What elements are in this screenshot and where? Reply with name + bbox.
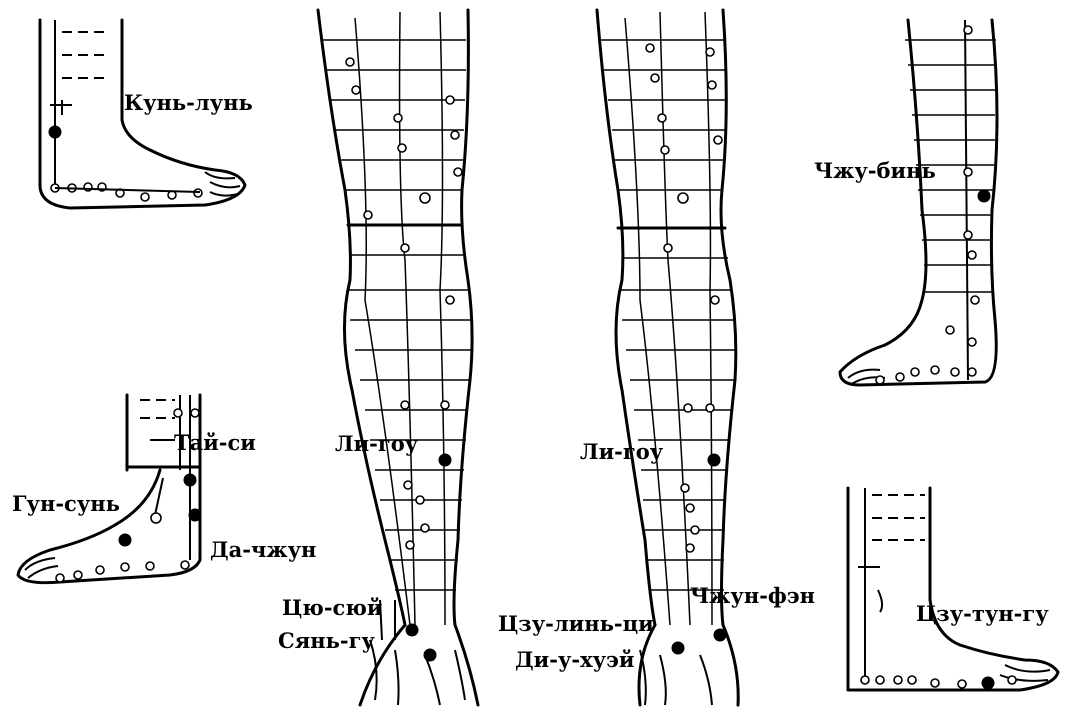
foot-top-right	[840, 20, 997, 385]
label-tsyu-syuy: Цю-сюй	[282, 595, 382, 620]
label-da-chzhun: Да-чжун	[210, 537, 316, 562]
label-li-gou-left: Ли-гоу	[335, 431, 419, 456]
label-syan-gu: Сянь-гу	[278, 628, 375, 653]
label-li-gou-right: Ли-гоу	[580, 439, 664, 464]
label-chzhun-fen: Чжун-фэн	[690, 583, 815, 608]
foot-bottom-left	[18, 395, 201, 583]
label-di-u-khuey: Ди-у-хуэй	[515, 647, 634, 672]
label-tai-si: Тай-си	[174, 430, 256, 455]
label-kun-lun: Кунь-лунь	[124, 90, 253, 115]
label-tszu-tun-gu: Цзу-тун-гу	[916, 601, 1049, 626]
label-tszu-lin-tsi: Цзу-линь-ци	[498, 611, 654, 636]
foot-bottom-right	[848, 488, 1058, 690]
label-chzhu-bin: Чжу-бинь	[814, 158, 936, 183]
label-gun-sun: Гун-сунь	[12, 491, 120, 516]
